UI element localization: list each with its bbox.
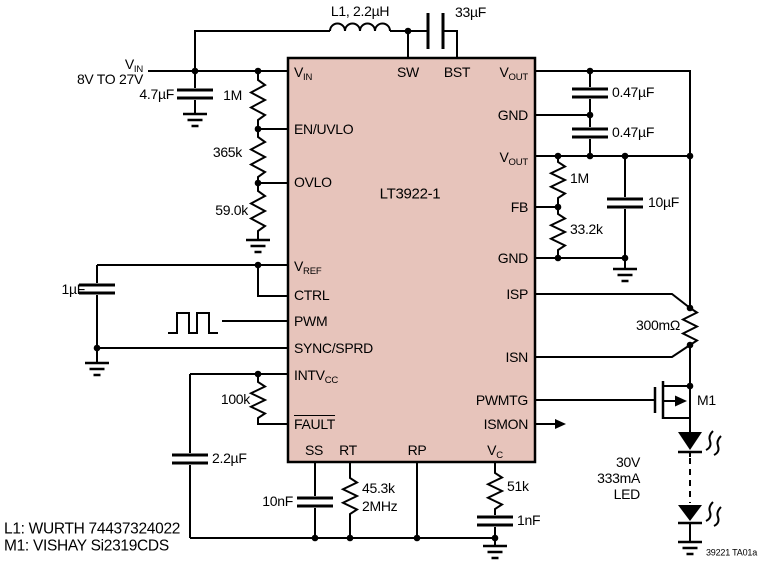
pin-vin: VIN <box>294 63 313 83</box>
label-inductor-l1: L1, 2.2µH <box>330 3 390 19</box>
pin-isn: ISN <box>505 349 529 365</box>
mosfet-arrow <box>675 395 687 407</box>
note-l1: L1: WURTH 74437324022 <box>4 520 181 538</box>
pin-vout2: VOUT <box>499 148 529 168</box>
pin-vout1: VOUT <box>499 63 529 83</box>
resistor-300mohm <box>680 307 700 346</box>
pin-pwm: PWM <box>294 313 328 329</box>
pin-ctrl: CTRL <box>294 287 330 303</box>
pin-sync-sprd: SYNC/SPRD <box>294 340 373 356</box>
ground-symbol-vref <box>85 361 109 377</box>
pin-ovlo: OVLO <box>294 174 332 190</box>
capacitor-4p7uF-symbol <box>177 88 213 100</box>
resistor-33k <box>548 207 568 258</box>
label-cap-33uF: 33µF <box>455 4 486 20</box>
label-res-365k: 365k <box>212 144 242 160</box>
label-led-voltage: 30V <box>615 454 640 470</box>
resistor-59k <box>248 183 268 239</box>
wire-bst <box>443 30 458 58</box>
label-cap-1uF: 1µF <box>61 281 85 297</box>
wire-ctrl <box>257 265 288 297</box>
ground-symbol-out <box>613 267 637 283</box>
capacitor-0p47uF-1-symbol <box>572 87 608 99</box>
ground-symbol-led <box>678 540 702 556</box>
label-res-1M-fb: 1M <box>570 170 589 186</box>
pin-isp: ISP <box>506 286 528 302</box>
label-mosfet-m1: M1 <box>697 392 716 408</box>
wire-isp <box>535 293 691 309</box>
input-voltage-label: VIN <box>124 55 143 75</box>
capacitor-2p2uF-symbol <box>172 453 208 465</box>
ic-body <box>286 56 537 464</box>
resistor-1M-fb <box>548 156 568 207</box>
capacitor-0p47uF-2-symbol <box>572 127 608 139</box>
label-res-51k: 51k <box>507 478 529 494</box>
resistor-51k <box>485 462 505 515</box>
label-cap-4p7uF: 4.7µF <box>139 86 174 102</box>
label-freq-2MHz: 2MHz <box>362 498 398 514</box>
label-res-300mohm: 300mΩ <box>636 317 680 333</box>
wire-isn <box>535 344 691 358</box>
capacitor-1nF-symbol <box>477 515 513 527</box>
pin-sw: SW <box>397 64 419 80</box>
pin-pwmtg: PWMTG <box>475 392 528 408</box>
ismon-arrowhead <box>555 419 566 429</box>
label-cap-10uF: 10µF <box>648 194 679 210</box>
led1-triangle <box>678 432 702 450</box>
ground-symbol-vc <box>483 544 507 560</box>
capacitor-1uF-symbol <box>79 283 115 295</box>
capacitor-10uF-symbol <box>607 197 643 209</box>
ic-part-number: LT3922-1 <box>379 185 441 203</box>
pin-gnd1: GND <box>497 107 529 123</box>
junction-dots <box>93 27 694 542</box>
resistor-100k <box>248 374 288 425</box>
mosfet-terminals <box>663 385 691 419</box>
resistor-45k <box>340 462 360 538</box>
pin-vc: VC <box>487 441 503 461</box>
label-res-1M-uvlo: 1M <box>223 87 242 103</box>
label-cap-0p47uF-2: 0.47µF <box>612 124 655 140</box>
wire-vin-to-l1 <box>194 30 330 71</box>
led1-emission-icon <box>705 430 722 456</box>
label-cap-0p47uF-1: 0.47µF <box>612 84 655 100</box>
led2-triangle <box>678 505 702 521</box>
pin-bst: BST <box>443 64 471 80</box>
capacitor-33uF-symbol <box>426 13 445 49</box>
pin-fault: FAULT <box>294 416 336 432</box>
led2-emission-icon <box>705 501 722 527</box>
pwm-waveform-symbol <box>168 312 218 334</box>
pin-ismon: ISMON <box>483 416 529 432</box>
input-voltage-range: 8V TO 27V <box>76 71 143 87</box>
note-m1: M1: VISHAY Si2319CDS <box>4 537 169 555</box>
label-cap-2p2uF: 2.2µF <box>212 450 247 466</box>
pin-en-uvlo: EN/UVLO <box>294 121 354 137</box>
pin-fb: FB <box>510 199 529 215</box>
label-led-current: 333mA <box>597 470 640 486</box>
label-res-59k: 59.0k <box>215 202 248 218</box>
capacitor-10nF-symbol <box>297 496 333 508</box>
label-cap-1nF: 1nF <box>517 512 541 528</box>
label-led-text: LED <box>613 486 641 502</box>
wire-sw <box>390 30 428 58</box>
ground-symbol-cin <box>183 112 207 128</box>
pin-vref: VREF <box>294 257 322 277</box>
label-res-100k: 100k <box>220 391 250 407</box>
figure-id: 39221 TA01a <box>705 547 757 558</box>
inductor-l1-symbol <box>329 22 391 32</box>
resistor-1M-uvlo <box>248 71 288 130</box>
resistor-365k <box>248 129 288 184</box>
label-res-33k: 33.2k <box>570 221 603 237</box>
pin-rp: RP <box>407 442 427 458</box>
wire-vout-rail <box>535 70 691 308</box>
pin-rt: RT <box>339 442 357 458</box>
pin-intvcc: INTVCC <box>294 366 339 386</box>
label-res-45k: 45.3k <box>362 480 395 496</box>
ground-symbol-ovlo <box>246 238 270 254</box>
pin-ss: SS <box>304 442 324 458</box>
filled-symbols <box>555 395 702 521</box>
pin-gnd2: GND <box>497 250 529 266</box>
label-cap-10nF: 10nF <box>262 493 293 509</box>
